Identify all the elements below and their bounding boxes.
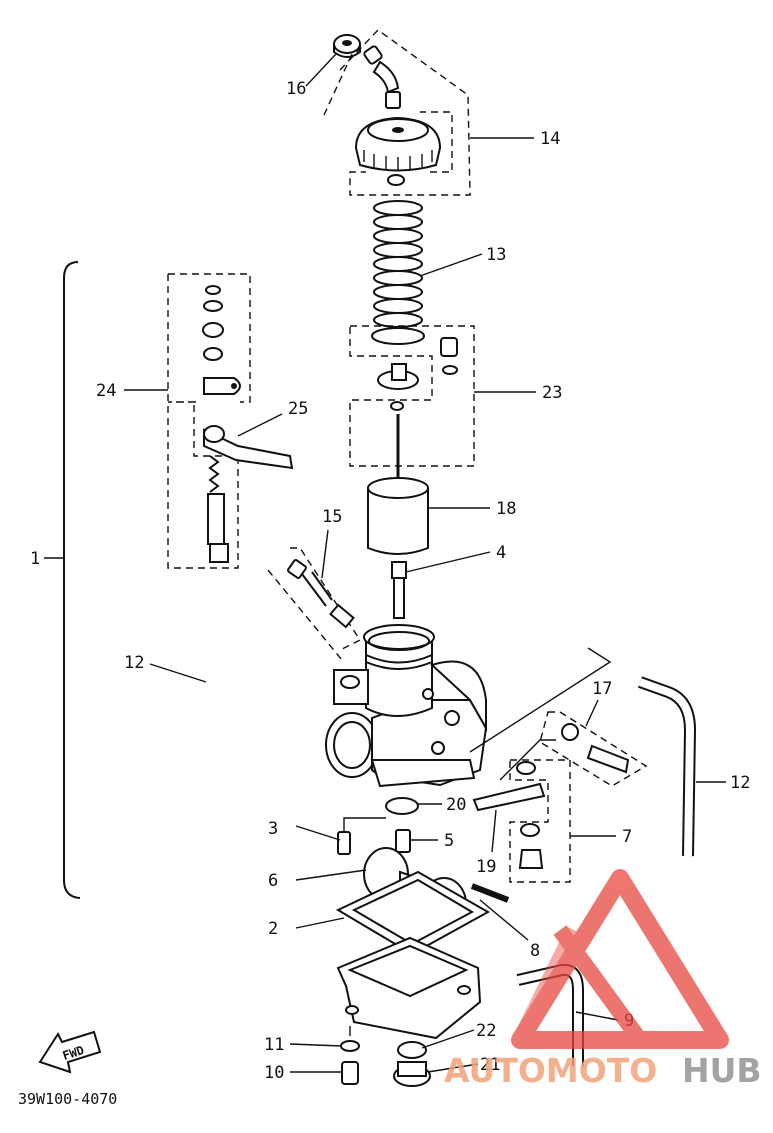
float-bowl-part (336, 936, 482, 1040)
cable-adjuster-part (363, 45, 401, 109)
label-19: 19 (476, 857, 496, 877)
watermark-hub: HUB (682, 1051, 762, 1090)
label-3: 3 (268, 819, 278, 839)
bowl-screw-part (341, 1061, 359, 1085)
label-25: 25 (288, 399, 308, 419)
vent-tube-right-part (637, 676, 697, 857)
rubber-cap-part (333, 34, 361, 58)
label-24: 24 (96, 381, 116, 401)
main-jet-part (395, 829, 411, 853)
label-5: 5 (444, 831, 454, 851)
label-18: 18 (496, 499, 516, 519)
label-7: 7 (622, 827, 632, 847)
starter-plunger-part (202, 285, 241, 563)
throttle-valve-part (367, 477, 429, 555)
label-6: 6 (268, 871, 278, 891)
label-1: 1 (30, 549, 40, 569)
watermark-automoto: AUTOMOTO (444, 1051, 657, 1090)
label-15: 15 (322, 507, 342, 527)
washer-part (385, 797, 419, 815)
diagram-code: 39W100-4070 (18, 1090, 117, 1108)
needle-screw-part (440, 337, 458, 375)
label-17: 17 (592, 679, 612, 699)
float-pin-part (470, 883, 510, 903)
label-8: 8 (530, 941, 540, 961)
label-22: 22 (476, 1021, 496, 1041)
label-21: 21 (480, 1055, 500, 1075)
float-arm-part (472, 761, 546, 869)
label-20: 20 (446, 795, 466, 815)
throttle-stop-screw-part (561, 723, 630, 774)
label-10: 10 (264, 1063, 284, 1083)
float-bowl-gasket-part (335, 870, 491, 956)
label-12-right: 12 (730, 773, 750, 793)
label-13: 13 (486, 245, 506, 265)
label-11: 11 (264, 1035, 284, 1055)
label-4: 4 (496, 543, 506, 563)
label-23: 23 (542, 383, 562, 403)
forward-arrow-icon: FWD (38, 1030, 102, 1074)
carburetor-body-part (325, 624, 488, 788)
starter-lever-part (203, 425, 294, 470)
label-14: 14 (540, 129, 560, 149)
needle-clip-part (377, 363, 419, 492)
screw-washer-part (340, 1040, 360, 1052)
mixing-chamber-top-part (354, 116, 442, 186)
label-12-left: 12 (124, 653, 144, 673)
assembly-bracket (63, 261, 81, 899)
label-2: 2 (268, 919, 278, 939)
throttle-spring-part (371, 200, 425, 345)
automotohub-logo-watermark (511, 869, 729, 1049)
label-16: 16 (286, 79, 306, 99)
pilot-jet-part (337, 831, 351, 855)
vent-tube-left-part (204, 613, 258, 809)
fwd-label: FWD (61, 1043, 86, 1063)
needle-jet-part (391, 561, 407, 619)
drain-plug-part (393, 1041, 431, 1087)
pilot-screw-part (287, 559, 355, 629)
